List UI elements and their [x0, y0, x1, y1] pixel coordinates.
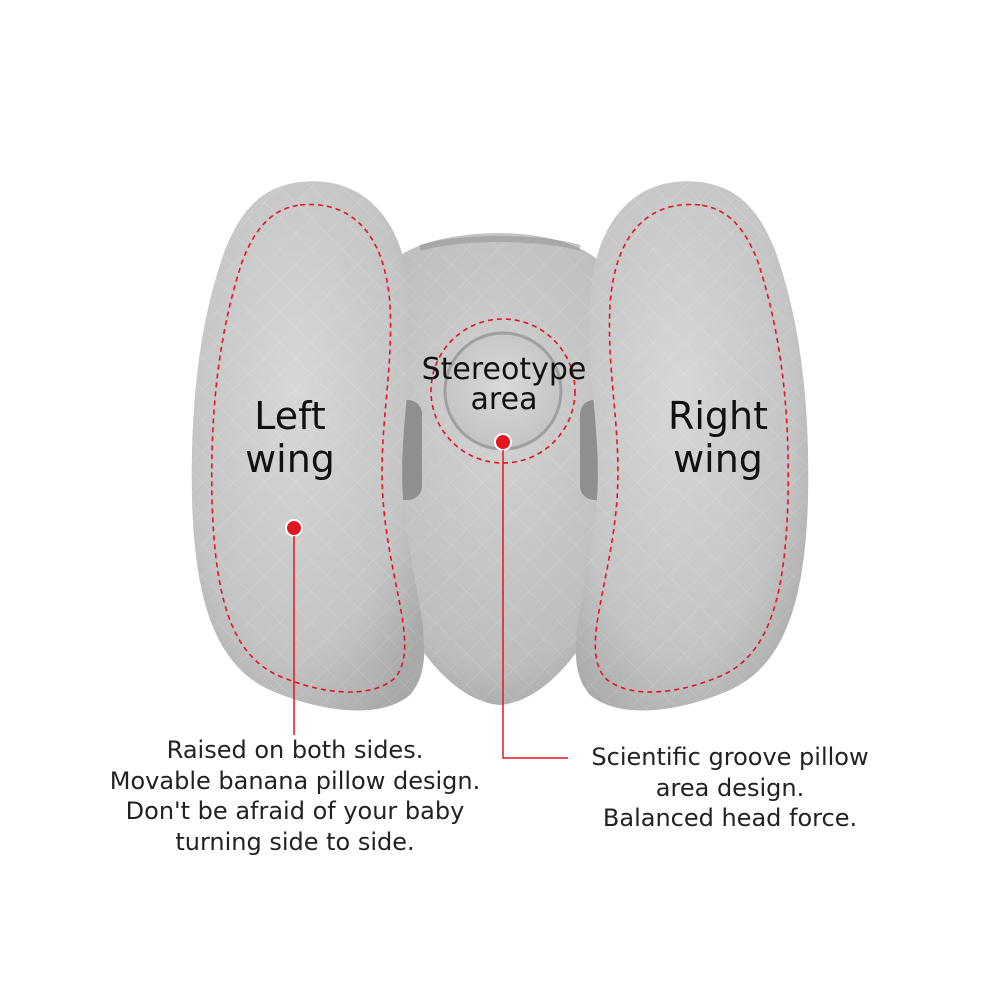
right-wing-outline [594, 203, 790, 693]
right-caption: Scientific groove pillow area design. Ba… [565, 742, 895, 834]
left-caption: Raised on both sides. Movable banana pil… [80, 735, 510, 858]
left-caption-line-4: turning side to side. [175, 828, 415, 857]
left-wing [191, 181, 425, 711]
left-wing-label-line-1: Left [254, 394, 326, 438]
groove-marker [494, 433, 512, 451]
right-wing-label: Right wing [648, 395, 788, 480]
left-wing-label: Left wing [225, 395, 355, 480]
right-wing [575, 181, 809, 711]
left-wing-outline [210, 203, 406, 693]
right-wing-label-line-2: wing [673, 436, 763, 481]
callout-markers [285, 433, 568, 759]
pillow-body [358, 233, 640, 705]
center-leader-line [502, 450, 568, 759]
stereotype-area-label: Stereotype area [404, 355, 604, 415]
left-caption-line-2: Movable banana pillow design. [109, 766, 481, 795]
stereotype-area-label-line-2: area [470, 382, 538, 417]
left-wing-label-line-2: wing [245, 436, 335, 481]
right-caption-line-3: Balanced head force. [602, 804, 858, 833]
right-wing-label-line-1: Right [667, 394, 769, 438]
left-caption-line-1: Raised on both sides. [166, 736, 424, 764]
stereotype-area-label-line-1: Stereotype [421, 352, 587, 387]
right-caption-line-2: area design. [655, 773, 805, 802]
right-caption-line-1: Scientific groove pillow [591, 743, 869, 771]
left-caption-line-3: Don't be afraid of your baby [125, 797, 465, 826]
left-wing-marker [285, 519, 303, 537]
